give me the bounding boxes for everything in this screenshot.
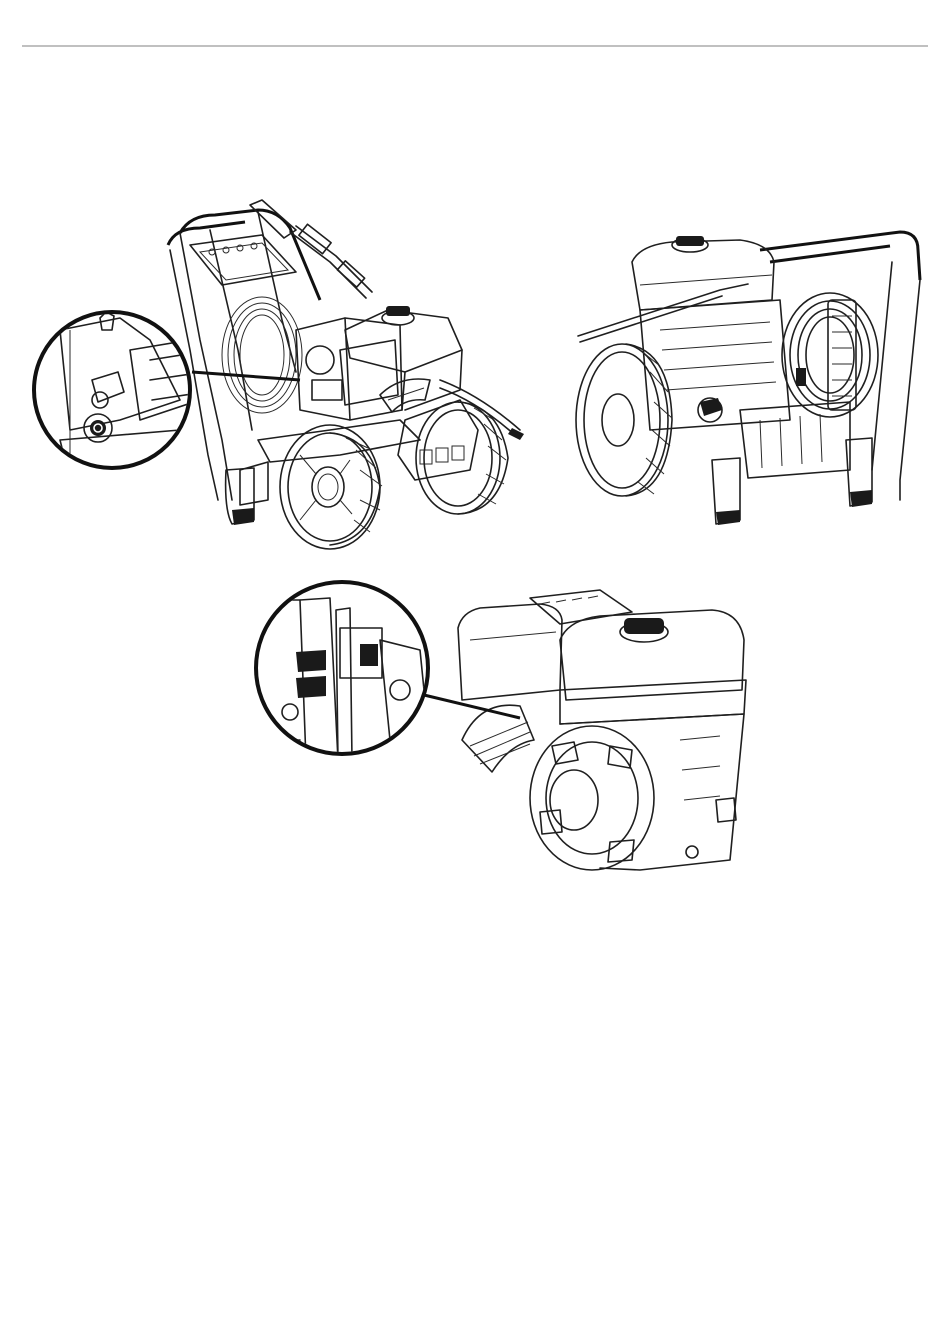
rear-engine (640, 300, 790, 430)
rear-wand (578, 284, 748, 336)
rear-view-wheel (576, 344, 672, 496)
rear-handle (760, 232, 920, 500)
figure-engine-closeup (256, 582, 746, 870)
engine-fuel-tank (560, 610, 746, 724)
engine-body (296, 306, 478, 480)
switch-inset-detail (256, 582, 428, 760)
hose-coil (222, 297, 524, 440)
recoil-starter (530, 726, 654, 870)
rear-hose-reel (782, 293, 878, 417)
rear-fuel-tank (632, 236, 774, 310)
engine-block (560, 714, 744, 870)
figure-rear-view (576, 232, 920, 525)
air-filter-cover (458, 604, 562, 700)
figure-front-view (34, 200, 524, 549)
control-panel (190, 235, 296, 285)
front-wheel (280, 425, 382, 549)
engine-top-shroud (530, 590, 632, 624)
pump-inset-detail (34, 312, 205, 480)
rear-base-tray (740, 402, 850, 478)
starter-handle (462, 705, 534, 772)
